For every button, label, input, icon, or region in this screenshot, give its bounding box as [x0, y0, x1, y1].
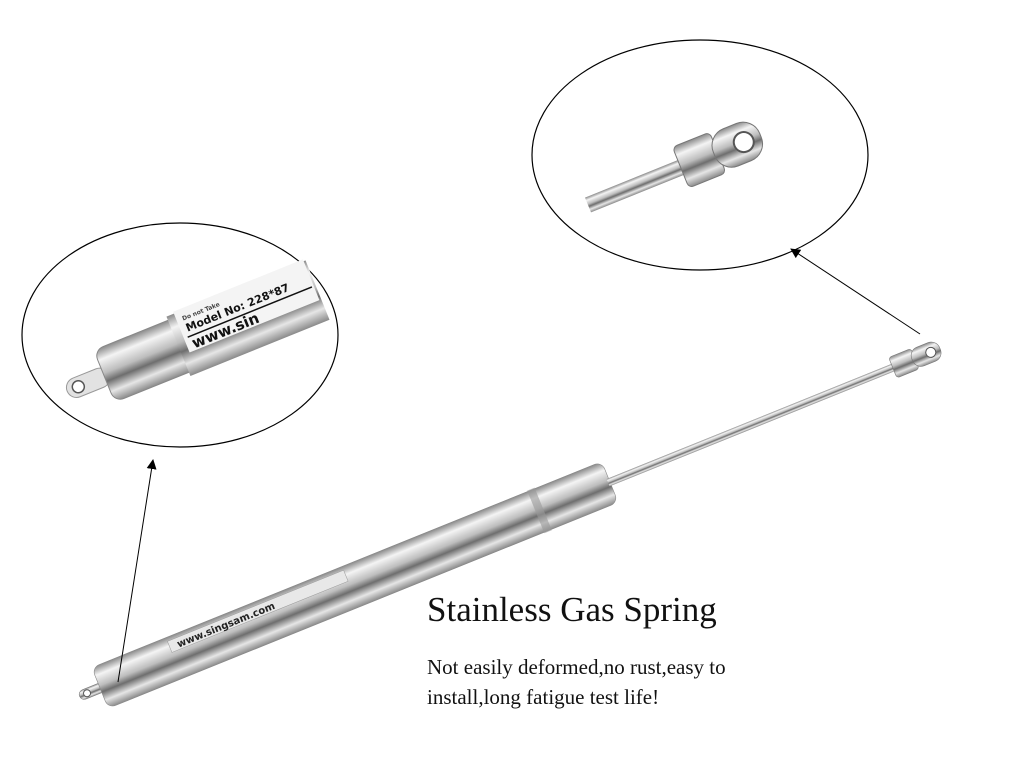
body-label	[167, 569, 349, 653]
product-description: Not easily deformed,no rust,easy to inst…	[427, 652, 847, 712]
description-line-2: install,long fatigue test life!	[427, 685, 660, 709]
bottom-arrow	[117, 459, 157, 683]
top-end-detail	[531, 39, 869, 271]
bottom-end-detail: Do not Take Model No: 228*87 www.sin	[21, 222, 339, 448]
top-arrow	[790, 248, 921, 335]
piston-rod	[606, 361, 902, 487]
description-line-1: Not easily deformed,no rust,easy to	[427, 655, 726, 679]
product-title: Stainless Gas Spring	[427, 590, 717, 629]
